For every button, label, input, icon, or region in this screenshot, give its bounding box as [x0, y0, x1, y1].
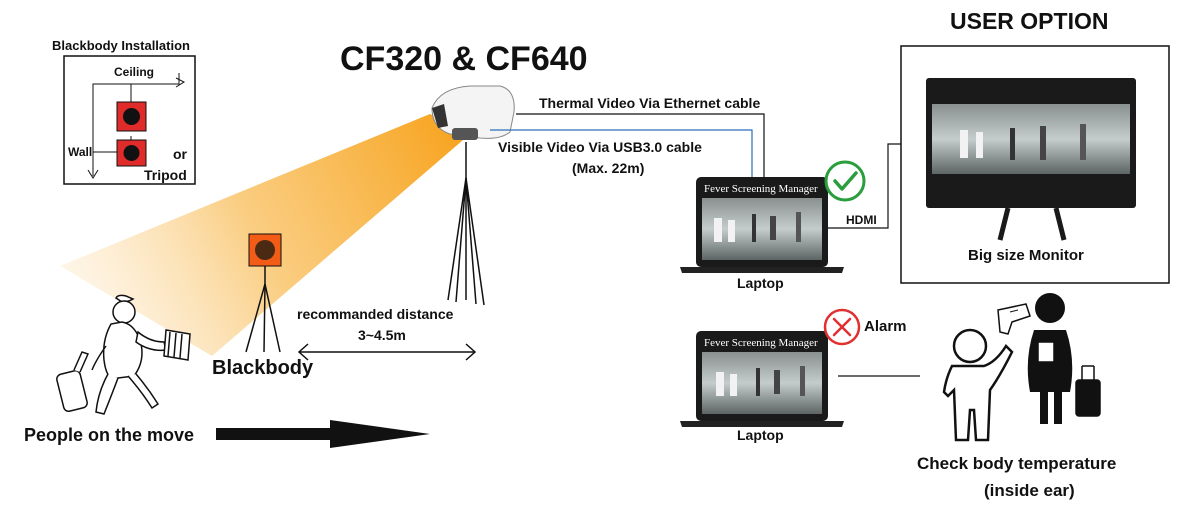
child-figure-icon: [942, 328, 1014, 442]
distance-arrow: [297, 343, 477, 361]
cross-icon: [823, 308, 861, 346]
hdmi-label: HDMI: [846, 213, 877, 227]
tripod-label: Tripod: [144, 167, 187, 183]
distance-label: recommanded distance: [297, 306, 454, 322]
walking-person-icon: [56, 294, 191, 415]
visible-cable-max-label: (Max. 22m): [572, 160, 645, 176]
thermal-camera-icon: [431, 85, 515, 140]
camera-tripod: [447, 142, 485, 306]
wall-label: Wall: [68, 145, 93, 159]
adult-figure-icon: [1027, 293, 1073, 424]
distance-value: 3~4.5m: [358, 327, 406, 343]
visible-cable-label: Visible Video Via USB3.0 cable: [498, 139, 702, 155]
laptop-1-label: Laptop: [737, 275, 784, 291]
blackbody-ceiling-icon: [116, 101, 147, 132]
monitor-label: Big size Monitor: [968, 247, 1084, 264]
blackbody-installation-panel: [63, 55, 196, 185]
usb-cable: [490, 129, 753, 180]
motion-arrow: [216, 420, 430, 448]
ceiling-label: Ceiling: [114, 65, 155, 79]
blackbody-wall-icon: [116, 139, 147, 167]
ethernet-cable: [516, 113, 765, 180]
diagram-title: CF320 & CF640: [340, 40, 588, 78]
laptop-1-icon: [680, 177, 844, 273]
alarm-label: Alarm: [864, 318, 907, 335]
check-temperature-label: Check body temperature: [917, 454, 1117, 473]
blackbody-label: Blackbody: [212, 357, 314, 379]
blackbody-icon: [248, 233, 282, 267]
big-monitor-icon: [926, 78, 1136, 241]
people-label: People on the move: [24, 425, 195, 445]
thermometer-icon: [997, 303, 1031, 335]
user-option-title: USER OPTION: [950, 8, 1109, 34]
blackbody-tripod: [245, 266, 281, 353]
laptop-2-icon: [680, 331, 844, 427]
thermal-cable-label: Thermal Video Via Ethernet cable: [539, 95, 761, 111]
check-temperature-sublabel: (inside ear): [984, 481, 1075, 500]
laptop-1-app-title: Fever Screening Manager: [704, 183, 818, 195]
or-label: or: [173, 146, 187, 162]
blackbody-installation-title: Blackbody Installation: [52, 38, 190, 53]
suitcase-icon: [1075, 365, 1101, 417]
check-icon: [824, 160, 866, 202]
laptop-2-label: Laptop: [737, 427, 784, 443]
laptop-2-app-title: Fever Screening Manager: [704, 337, 818, 349]
